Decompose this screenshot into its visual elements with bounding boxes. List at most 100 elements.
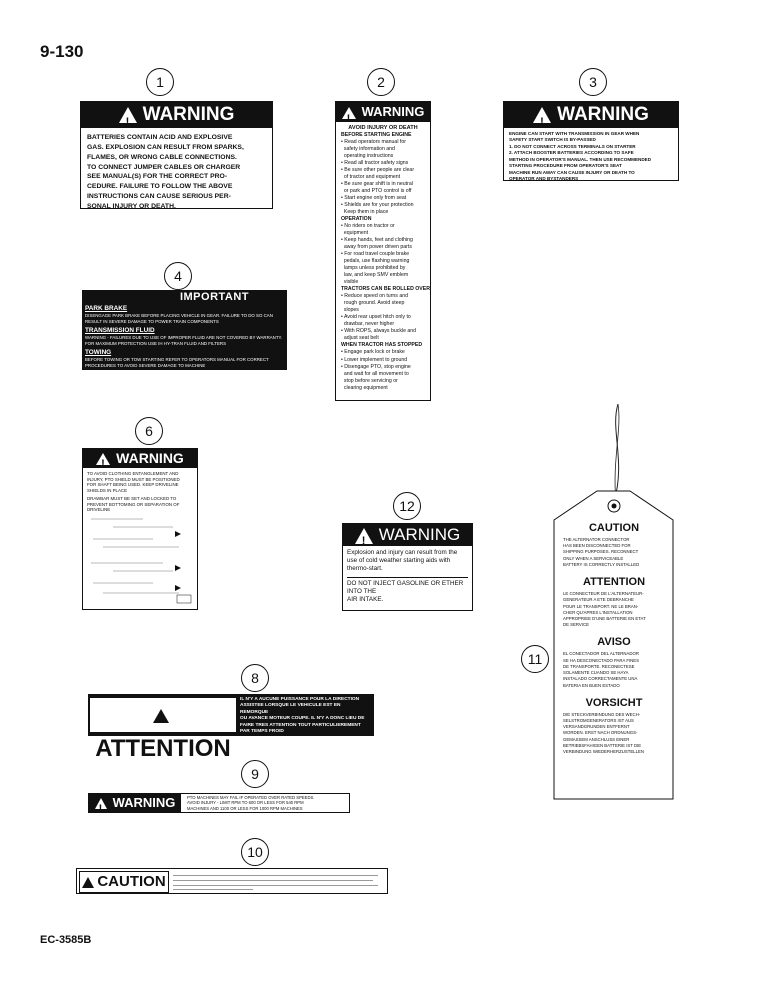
text-line: DRIVELINE — [87, 507, 111, 513]
text-line: Explosion and injury can result from the — [347, 549, 458, 556]
text-line: law, and keep SMV emblem — [341, 272, 409, 279]
text-line: • Be sure gear shift is in neutral — [341, 181, 413, 188]
text-line: METHOD IN OPERATOR'S MANUAL. THEN USE RE… — [509, 156, 652, 162]
text-line: adjust seat belt — [341, 335, 379, 342]
text-line: 1. DO NOT CONNECT ACROSS TERMINALS ON ST… — [509, 143, 636, 149]
warning-triangle-icon — [118, 106, 137, 135]
text-line: • Lower implement to ground — [341, 356, 408, 363]
text-line: lamps unless prohibited by — [341, 265, 406, 272]
text-line: of tractor and equipment — [341, 174, 401, 181]
text-line: BATTERY IS CORRECTLY INSTALLED — [563, 561, 640, 567]
text-line: TO AVOID CLOTHING ENTANGLEMENT AND — [87, 471, 179, 476]
label-body: BEFORE STARTING ENGINE• Read operators m… — [336, 131, 430, 393]
warning-triangle-icon — [96, 453, 111, 474]
text-line: VERBINDUNG WIEDERHERZUSTELLEN — [563, 749, 644, 755]
text-line: ONLY WHEN A SERVICEABLE — [563, 555, 624, 561]
section-text: WARNING - FAILURES DUE TO USE OF IMPROPE… — [85, 335, 283, 346]
text-line: INJURY, PTO SHIELD MUST BE POSITIONED — [87, 476, 180, 482]
text-line: GEMASSEM ANSCHLUSS EINER — [563, 736, 630, 742]
pto-diagram-icon — [91, 518, 192, 604]
text-line: Keep them in place — [341, 209, 389, 216]
text-line: • Start engine only from seat — [341, 195, 407, 202]
text-line: DRAWBAR MUST BE SET AND LOCKED TO — [87, 495, 177, 501]
text-line: CEDURE. FAILURE TO FOLLOW THE ABOVE — [87, 183, 233, 191]
warning-label-tractor-safety: WARNING AVOID INJURY OR DEATH BEFORE STA… — [335, 101, 431, 401]
caution-label: CAUTION — [76, 868, 388, 894]
label-header: WARNING — [83, 449, 197, 474]
label-header: CAUTION — [79, 871, 169, 893]
label-header: WARNING — [81, 102, 272, 135]
warning-triangle-icon — [341, 106, 356, 129]
text-line: clearing equipment — [341, 384, 388, 391]
callout-4: 4 — [164, 262, 192, 290]
text-line: LE CONNECTEUR DE L'ALTERNATEUR- — [563, 591, 644, 597]
text-line: INSTRUCTIONS CAN CAUSE SERIOUS PER- — [87, 193, 231, 201]
section-title: TOWING — [85, 348, 112, 356]
text-line: IL N'Y A AUCUNE PUISSANCE POUR LA DIRECT… — [240, 697, 360, 702]
warning-triangle-icon — [354, 527, 373, 552]
text-line: PAR TEMPS FROID — [240, 729, 284, 735]
figure-code: EC-3585B — [40, 934, 92, 946]
warning-triangle-icon — [533, 106, 552, 135]
text-line: drawbar, never higher — [341, 321, 395, 328]
text-line: MACHINES AND 1100 OR LESS FOR 1000 RPM M… — [187, 805, 303, 811]
callout-12: 12 — [393, 492, 421, 520]
text-line: HAS BEEN DISCONNECTED FOR — [563, 543, 631, 549]
text-line: POUR LE TRANSPORT. NE LE BRAN- — [563, 603, 639, 609]
text-line: SOLAMENTE CUANDO SE HAYA — [563, 670, 629, 676]
tag-outline-icon — [553, 490, 674, 800]
text-line: INSTALADO CORRECTAMENTE UNA — [563, 676, 638, 682]
label-header: WARNING — [89, 794, 181, 818]
page-number: 9-130 — [40, 42, 84, 61]
text-line: ENGINE CAN START WITH TRANSMISSION IN GE… — [509, 131, 640, 136]
text-line: GENERATEUR A ETE DEBRANCHE — [563, 597, 634, 603]
text-line: DIE STECKVERBINDUNG DES WECH- — [563, 711, 641, 717]
warning-label-pto: WARNING TO AVOID CLOTHING ENTANGLEMENT A… — [82, 448, 198, 610]
text-line: AIR INTAKE. — [347, 595, 384, 603]
text-line: STARTING PROCEDURE FROM OPERATOR'S SEAT — [509, 163, 622, 169]
warning-triangle-icon — [82, 876, 95, 888]
section-title: PARK BRAKE — [85, 305, 128, 312]
label-header: IMPORTANT — [179, 291, 250, 303]
tag-section-title: CAUTION — [588, 522, 640, 534]
text-line: • Read operators manual for — [341, 139, 406, 146]
text-line: • Be sure other people are clear — [341, 167, 415, 174]
text-line: • Keep hands, feet and clothing — [341, 237, 413, 244]
tag-section-title: AVISO — [597, 636, 631, 649]
text-line: THE ALTERNATOR CONNECTOR — [563, 537, 630, 542]
text-line: VERSANDGRUNDEN ENTFERNT — [563, 724, 630, 730]
text-line: APPROPRIEE D'UNE BATTERIE EN ETAT — [563, 615, 646, 621]
text-line: ASSISTEE LORSQUE LE VEHICULE EST EN REMO… — [240, 703, 341, 715]
text-line: • No riders on tractor or — [341, 223, 395, 230]
text-line: DO NOT INJECT GASOLINE OR ETHER INTO THE — [347, 576, 468, 596]
section-text: DISENGAGE PARK BRAKE BEFORE PLACING VEHI… — [85, 313, 273, 325]
label-header: WARNING — [343, 524, 472, 552]
text-line: away from power driven parts — [341, 244, 412, 251]
text-line: AVOID INJURY - LIMIT RPM TO 600 OR LESS … — [187, 800, 304, 806]
text-line: and wait for all movement to — [341, 370, 409, 377]
text-line: WHEN TRACTOR HAS STOPPED — [341, 342, 423, 349]
label-body: BATTERIES CONTAIN ACID AND EXPLOSIVE GAS… — [81, 128, 272, 217]
text-line: equipment — [341, 230, 369, 237]
text-line: FAIRE TRES ATTENTION TOUT PARTICULIEREME… — [240, 722, 361, 728]
text-line: • Avoid rear upset hitch only to — [341, 314, 411, 321]
warning-label-battery: WARNING BATTERIES CONTAIN ACID AND EXPLO… — [80, 101, 273, 210]
text-line: PREVENT BOTTOMING OR SEPARATION OF — [87, 501, 180, 507]
text-line: OPERATOR AND BYSTANDERS — [509, 175, 579, 181]
illegible-text-block — [173, 873, 383, 891]
text-line: or park and PTO control is off — [341, 188, 412, 195]
text-line: thermo-start. — [347, 565, 383, 573]
text-line: • Engage park lock or brake — [341, 349, 405, 356]
text-line: • Read all tractor safety signs — [341, 160, 409, 167]
text-line: BETRIEBSFAHIGEN BATTERIE IST DIE — [563, 742, 642, 748]
text-line: OPERATION — [341, 216, 372, 223]
text-line: rough ground. Avoid steep — [341, 300, 405, 307]
callout-9: 9 — [241, 760, 269, 788]
label-header: ATTENTION — [90, 698, 236, 762]
text-line: SE HA DESCONECTADO PARA FINES — [563, 657, 640, 663]
text-line: OU AVANCE MOTEUR COUPE. IL N'Y A DONC LI… — [240, 716, 365, 722]
text-line: safety information and — [341, 146, 395, 153]
text-line: TRACTORS CAN BE ROLLED OVER — [341, 286, 430, 293]
